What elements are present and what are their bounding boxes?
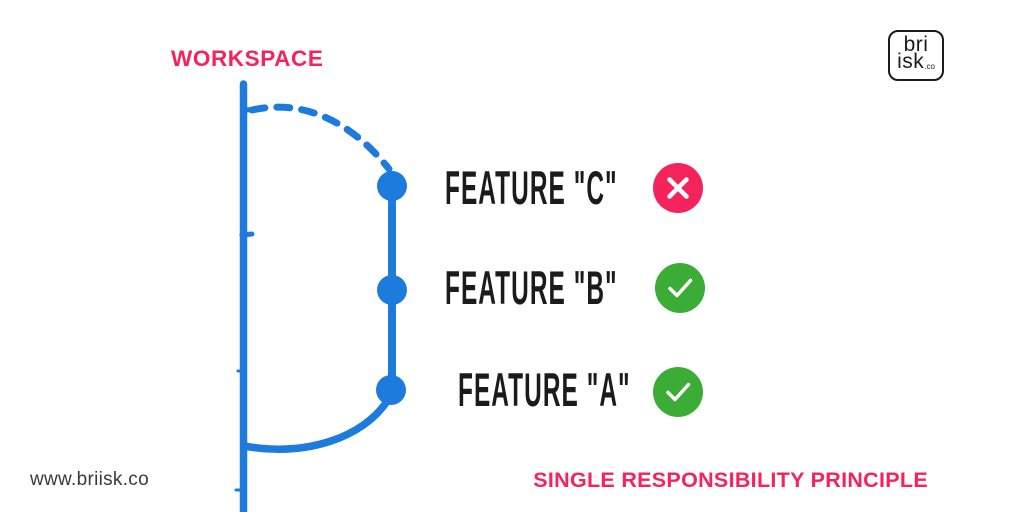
logo-text-suffix: .co [924,62,935,71]
commit-node-a [376,375,406,405]
check-icon [653,367,703,417]
x-icon [653,163,703,213]
workspace-label: WORKSPACE [171,46,324,71]
briisk-logo: bri isk.co [888,30,944,81]
logo-text-line1: bri [903,33,929,56]
branch-out-dashed-curve [248,103,393,173]
commit-node-c [377,171,407,201]
merge-back-curve [240,396,392,453]
principle-caption: SINGLE RESPONSIBILITY PRINCIPLE [533,468,928,492]
trunk-tick-1 [239,231,255,238]
logo-text-isk: isk [897,50,925,73]
check-icon [655,263,705,313]
feature-b-label: FEATURE "B" [445,261,618,314]
feature-c-label: FEATURE "C" [445,161,618,214]
feature-a-label: FEATURE "A" [458,363,631,416]
commit-node-b [377,275,407,305]
website-url: www.briisk.co [30,469,149,490]
logo-text-line2: isk.co [897,50,935,75]
